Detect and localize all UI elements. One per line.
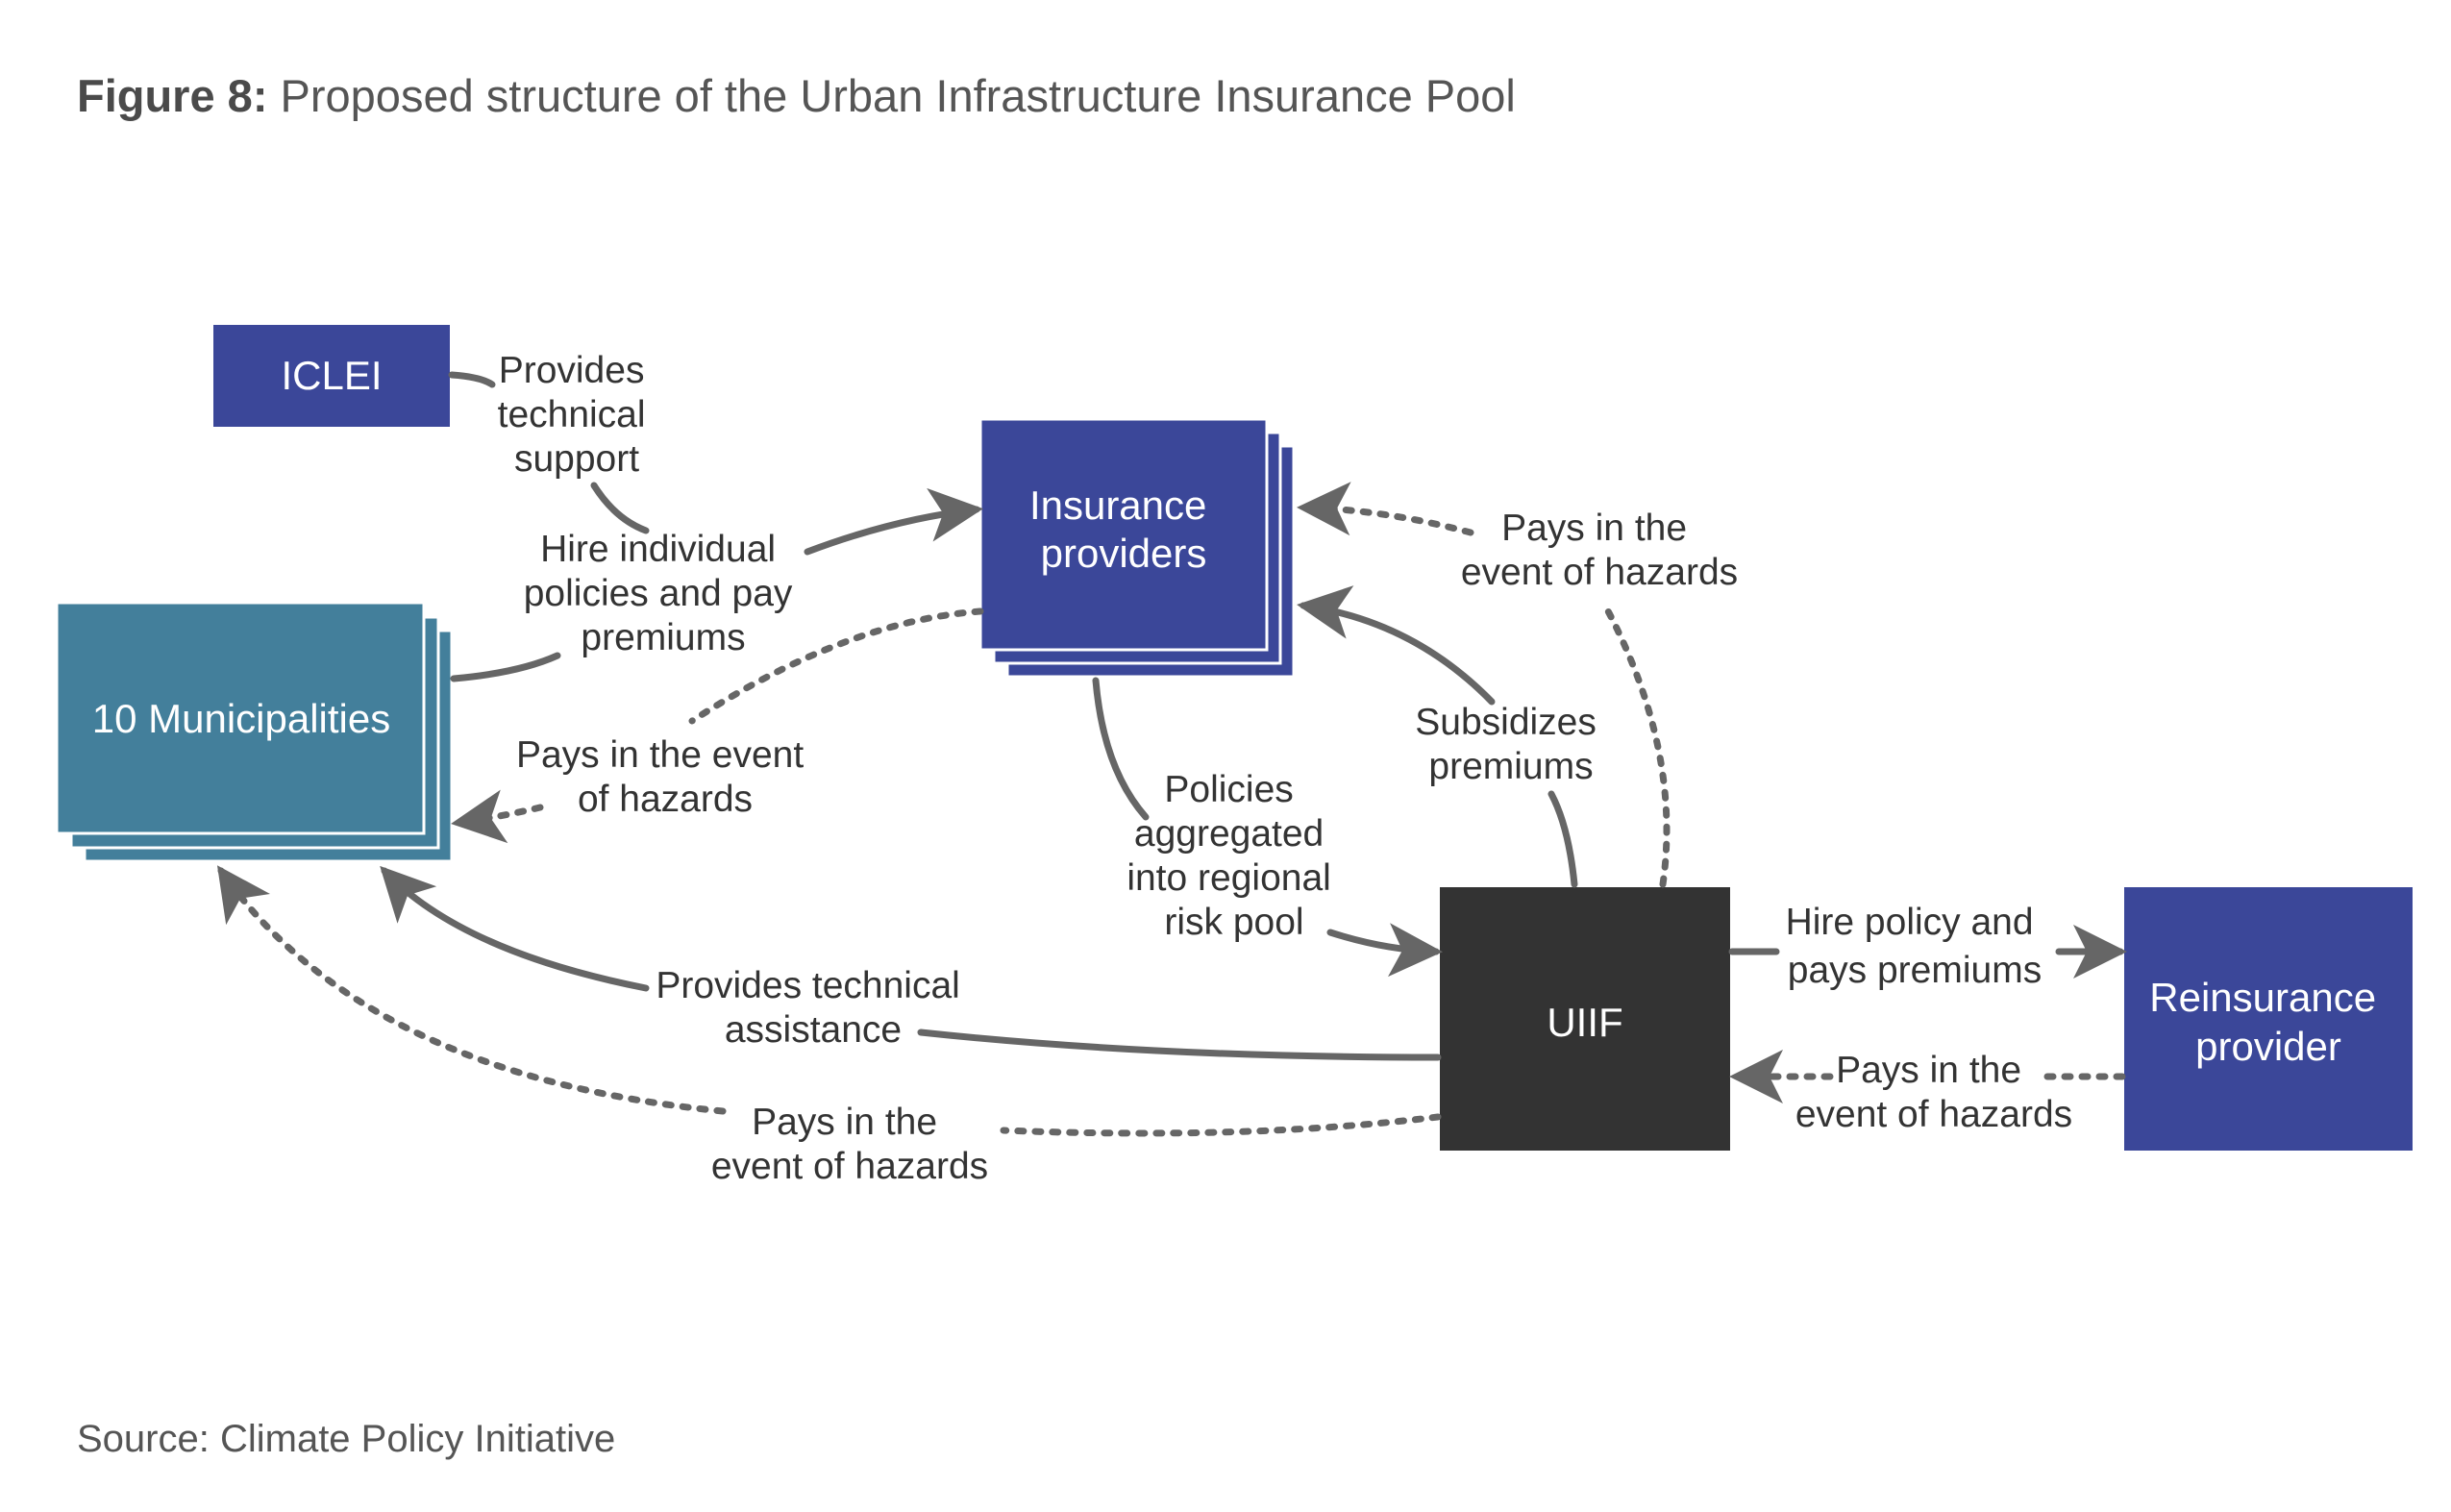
reinsurance-provider-node: Reinsurance provider xyxy=(2124,887,2413,1151)
source-note: Source: Climate Policy Initiative xyxy=(77,1418,616,1460)
hire-policies-label: Hire individual policies and pay premium… xyxy=(524,529,804,658)
aggregated-arrow xyxy=(1326,923,1443,978)
pays-uiif-to-muni-arrow xyxy=(216,865,727,1115)
insurance-providers-label: Insurance providers xyxy=(1029,483,1218,576)
figure-title: Figure 8: Proposed structure of the Urba… xyxy=(77,69,1516,122)
pays-uiif-to-ins-arrow-start xyxy=(1601,602,1671,888)
technical-assistance-arrow-start xyxy=(917,1029,1442,1061)
figure-caption: Proposed structure of the Urban Infrastr… xyxy=(280,70,1516,121)
subsidizes-label: Subsidizes premiums xyxy=(1415,702,1606,787)
iclei-support-connector xyxy=(448,371,496,388)
uiif-node: UIIF xyxy=(1440,887,1730,1151)
uiif-label: UIIF xyxy=(1547,1000,1622,1045)
hire-reinsurance-label: Hire policy and pays premiums xyxy=(1786,902,2044,991)
technical-assistance-label: Provides technical assistance xyxy=(656,965,970,1051)
subsidizes-arrow-start xyxy=(1547,790,1578,888)
iclei-support-connector-lower xyxy=(590,482,650,534)
pays-reins-to-uiif-label: Pays in the event of hazards xyxy=(1795,1050,2072,1135)
aggregated-arrow-start xyxy=(1092,677,1150,821)
technical-support-label: Provides technical support xyxy=(498,350,656,480)
pays-ins-to-muni-arrow-start xyxy=(688,607,984,725)
municipalities-node: 10 Municipalities xyxy=(55,601,454,863)
figure-number: Figure 8: xyxy=(77,70,268,121)
technical-assistance-arrow xyxy=(380,865,650,992)
pays-uiif-to-muni-arrow-start xyxy=(1000,1113,1442,1137)
subsidizes-arrow xyxy=(1297,585,1496,706)
hire-policies-arrow-start xyxy=(450,652,561,682)
aggregated-label: Policies aggregated into regional risk p… xyxy=(1126,769,1341,943)
iclei-node: ICLEI xyxy=(213,325,450,427)
pays-ins-to-muni-label: Pays in the event of hazards xyxy=(516,734,814,820)
pays-uiif-to-ins-label: Pays in the event of hazards xyxy=(1461,508,1738,593)
insurance-providers-node: Insurance providers xyxy=(978,417,1296,679)
pays-uiif-to-ins-arrow xyxy=(1297,482,1474,536)
hire-policies-arrow xyxy=(804,487,983,556)
pays-ins-to-muni-arrow xyxy=(451,789,544,844)
municipalities-label: 10 Municipalities xyxy=(92,696,391,741)
pays-uiif-to-muni-label: Pays in the event of hazards xyxy=(711,1102,988,1187)
reinsurance-provider-label: Reinsurance provider xyxy=(2149,975,2387,1069)
iclei-label: ICLEI xyxy=(281,353,382,398)
